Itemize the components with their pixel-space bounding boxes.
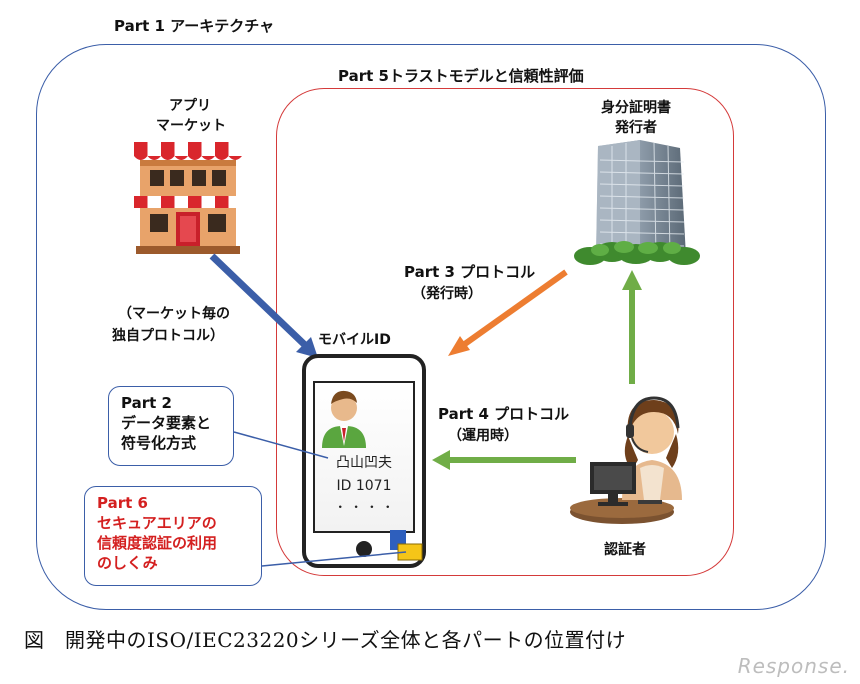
app-market-label: アプリ xyxy=(160,96,220,116)
mobile-phone-icon xyxy=(302,354,426,568)
part1-architecture-frame xyxy=(36,44,826,610)
user-avatar-icon xyxy=(322,390,366,448)
market-protocol-line2: 独自プロトコル） xyxy=(112,328,224,344)
secure-card-icon xyxy=(397,543,423,561)
response-watermark: Response. xyxy=(737,654,850,678)
operator-icon xyxy=(570,396,682,524)
part2-callout: Part 2 データ要素と 符号化方式 xyxy=(108,386,234,466)
verifier-label: 認証者 xyxy=(604,542,646,558)
market-to-phone-arrow xyxy=(209,253,318,358)
part4-sublabel: （運用時） xyxy=(448,428,518,444)
office-building-icon xyxy=(574,140,700,265)
verifier-to-phone-arrow xyxy=(432,450,576,470)
part2-line3: 符号化方式 xyxy=(121,434,197,452)
part5-title: Part 5トラストモデルと信頼性評価 xyxy=(338,67,584,85)
market-protocol-line1: （マーケット毎の xyxy=(118,306,230,322)
part6-line2: セキュアエリアの xyxy=(97,514,217,532)
part4-label: Part 4 プロトコル xyxy=(438,405,570,423)
part2-title: Part 2 xyxy=(121,394,172,412)
app-market-line1: アプリ xyxy=(169,98,211,114)
issuer-label-line2: 発行者 xyxy=(615,120,657,136)
store-icon xyxy=(134,142,242,254)
app-market-label-line2: マーケット xyxy=(156,118,226,134)
part6-title: Part 6 xyxy=(97,494,148,512)
part2-callout-pointer xyxy=(233,431,329,459)
part3-label: Part 3 プロトコル xyxy=(404,263,536,281)
phone-user-id: ID 1071 xyxy=(336,478,392,494)
verifier-to-issuer-arrow xyxy=(622,270,642,384)
phone-dots: ・ ・ ・ ・ xyxy=(334,500,394,514)
part6-line3: 信頼度認証の利用 xyxy=(97,534,218,552)
issuer-to-phone-arrow xyxy=(448,269,568,356)
mobile-id-label: モバイルID xyxy=(318,332,391,348)
part1-title: Part 1 アーキテクチャ xyxy=(114,17,275,35)
part6-line4: のしくみ xyxy=(97,554,158,572)
part6-callout-pointer xyxy=(261,551,407,567)
figure-caption: 図 開発中のISO/IEC23220シリーズ全体と各パートの位置付け xyxy=(24,628,627,652)
phone-user-name: 凸山凹夫 xyxy=(336,455,392,471)
part6-callout: Part 6 セキュアエリアの 信頼度認証の利用 のしくみ xyxy=(84,486,262,586)
issuer-label-line1: 身分証明書 xyxy=(601,100,671,116)
part3-sublabel: （発行時） xyxy=(412,286,482,302)
part5-trust-frame xyxy=(276,88,734,576)
part2-line2: データ要素と xyxy=(121,414,212,432)
